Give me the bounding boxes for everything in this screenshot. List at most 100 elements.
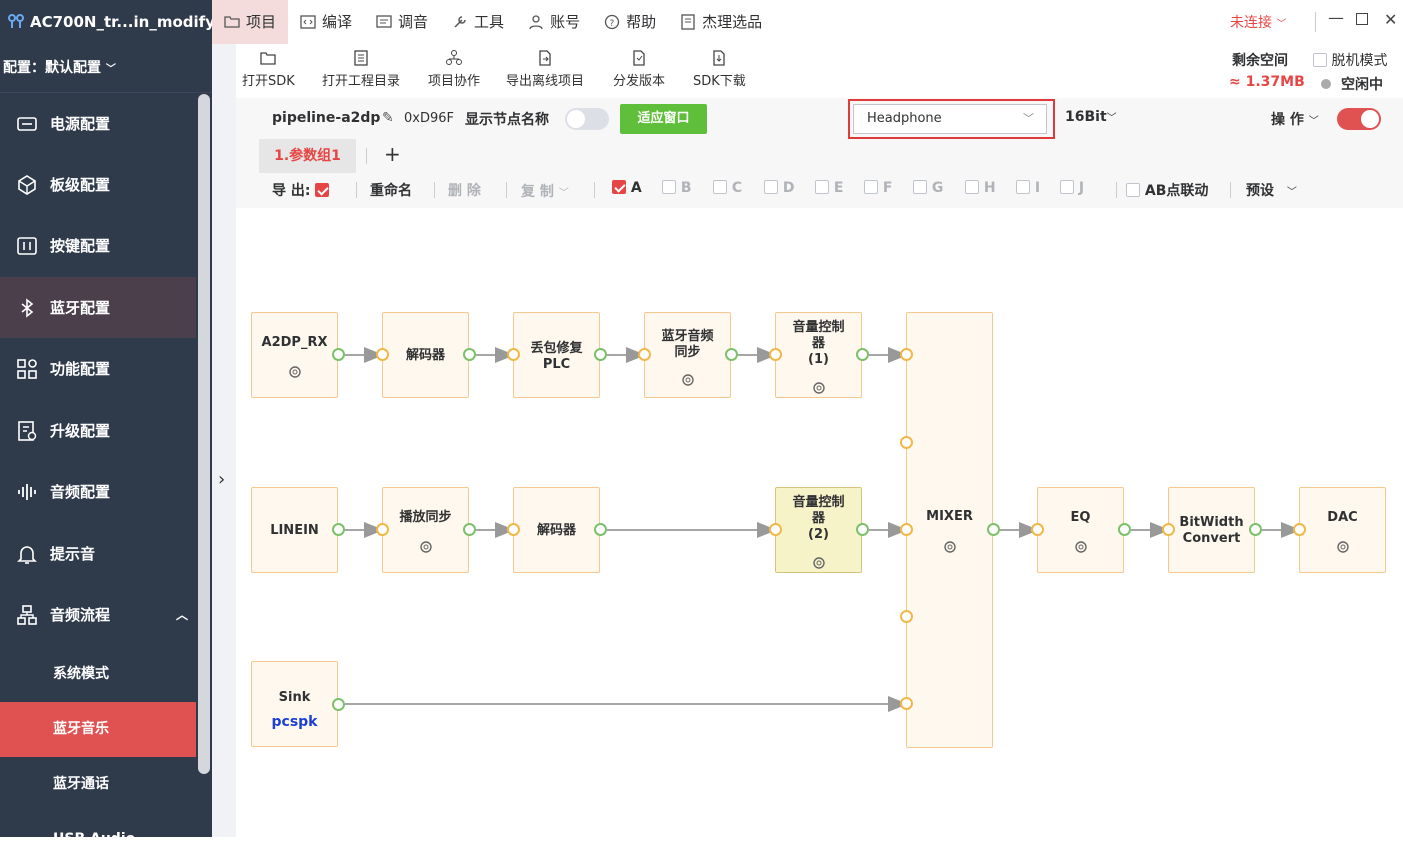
node-play-sync[interactable]: 播放同步	[382, 487, 469, 573]
point-f[interactable]: F	[864, 180, 892, 196]
project-collab-button[interactable]: 项目协作	[428, 49, 480, 89]
port-output[interactable]	[463, 348, 476, 361]
distribute-version-button[interactable]: 分发版本	[613, 49, 665, 89]
node-linein[interactable]: LINEIN	[251, 487, 338, 573]
sidebar-collapse-strip[interactable]: ›	[212, 44, 236, 837]
point-h-checkbox[interactable]	[965, 180, 979, 194]
port-input[interactable]	[900, 523, 913, 536]
device-select[interactable]: Headphone ﹀	[853, 104, 1047, 134]
menu-tune[interactable]: 调音	[364, 0, 440, 44]
gear-icon[interactable]	[811, 380, 827, 396]
menu-account[interactable]: 账号	[516, 0, 592, 44]
port-output[interactable]	[594, 523, 607, 536]
node-eq[interactable]: EQ	[1037, 487, 1124, 573]
sidebar-subitem-bt-music[interactable]: 蓝牙音乐	[0, 702, 196, 757]
port-input[interactable]	[507, 523, 520, 536]
rename-button[interactable]: 重命名	[370, 183, 412, 199]
bitwidth-select[interactable]: 16Bit﹀	[1065, 109, 1117, 125]
port-input[interactable]	[1162, 523, 1175, 536]
chevron-right-icon[interactable]: ›	[218, 469, 226, 490]
point-c-checkbox[interactable]	[713, 180, 727, 194]
export-checkbox[interactable]	[315, 183, 330, 197]
tab-param-group-1[interactable]: 1.参数组1	[259, 139, 356, 173]
export-offline-button[interactable]: 导出离线项目	[506, 49, 584, 89]
copy-menu[interactable]: 复 制 ﹀	[521, 181, 569, 201]
port-input[interactable]	[1031, 523, 1044, 536]
open-sdk-button[interactable]: 打开SDK	[242, 49, 295, 89]
sidebar-item-upgrade[interactable]: 升级配置	[0, 400, 196, 461]
port-output[interactable]	[463, 523, 476, 536]
port-output[interactable]	[332, 523, 345, 536]
gear-icon[interactable]	[811, 555, 827, 571]
point-a-checkbox[interactable]	[612, 180, 626, 194]
point-b-checkbox[interactable]	[662, 180, 676, 194]
menu-project[interactable]: 项目	[212, 0, 289, 44]
sidebar-item-keys[interactable]: 按键配置	[0, 215, 196, 276]
gear-icon[interactable]	[1073, 539, 1089, 555]
sidebar-subitem-system-mode[interactable]: 系统模式	[0, 647, 196, 702]
sidebar-subitem-usb-audio[interactable]: USB Audio	[0, 812, 196, 867]
sidebar-subitem-bt-call[interactable]: 蓝牙通话	[0, 757, 196, 812]
preset-menu[interactable]: 预设 ﹀	[1246, 180, 1297, 200]
port-input[interactable]	[900, 348, 913, 361]
menu-help[interactable]: ? 帮助	[592, 0, 668, 44]
port-output[interactable]	[1249, 523, 1262, 536]
port-output[interactable]	[332, 698, 345, 711]
point-j[interactable]: J	[1060, 180, 1084, 196]
sidebar-scrollbar[interactable]	[198, 94, 210, 774]
port-input[interactable]	[1293, 523, 1306, 536]
ab-link-option[interactable]: AB点联动	[1126, 180, 1208, 200]
open-project-dir-button[interactable]: 打开工程目录	[322, 49, 400, 89]
port-input[interactable]	[507, 348, 520, 361]
gear-icon[interactable]	[942, 539, 958, 555]
point-e[interactable]: E	[815, 180, 843, 196]
node-mixer[interactable]: MIXER	[906, 312, 993, 748]
point-b[interactable]: B	[662, 180, 692, 196]
port-output[interactable]	[987, 523, 1000, 536]
menu-shop[interactable]: 杰理选品	[668, 0, 774, 44]
pipeline-enable-switch[interactable]	[1337, 108, 1381, 130]
port-output[interactable]	[332, 348, 345, 361]
connection-status[interactable]: 未连接 ﹀	[1230, 12, 1286, 32]
node-dac[interactable]: DAC	[1299, 487, 1386, 573]
offline-mode-checkbox[interactable]	[1313, 53, 1327, 67]
edit-icon[interactable]: ✎	[382, 110, 394, 126]
point-d[interactable]: D	[764, 180, 795, 196]
export-option[interactable]: 导 出:	[272, 180, 330, 200]
port-input[interactable]	[376, 348, 389, 361]
port-input[interactable]	[638, 348, 651, 361]
show-node-names-switch[interactable]	[565, 108, 609, 130]
sidebar-item-board[interactable]: 板级配置	[0, 154, 196, 215]
port-output[interactable]	[594, 348, 607, 361]
node-bitwidth-convert[interactable]: BitWidth Convert	[1168, 487, 1255, 573]
offline-mode-toggle[interactable]: 脱机模式	[1313, 50, 1387, 70]
point-a[interactable]: A	[612, 180, 642, 196]
node-decoder-1[interactable]: 解码器	[382, 312, 469, 398]
node-decoder-2[interactable]: 解码器	[513, 487, 600, 573]
menu-tools[interactable]: 工具	[440, 0, 516, 44]
maximize-icon[interactable]	[1356, 13, 1368, 25]
point-i-checkbox[interactable]	[1016, 180, 1030, 194]
point-g-checkbox[interactable]	[913, 180, 927, 194]
pipeline-canvas[interactable]: A2DP_RX 解码器 丢包修复 PLC 蓝牙音频 同步 音量控制 器 (1) …	[236, 208, 1403, 837]
point-h[interactable]: H	[965, 180, 996, 196]
node-plc[interactable]: 丢包修复 PLC	[513, 312, 600, 398]
fit-window-button[interactable]: 适应窗口	[620, 104, 707, 134]
port-input[interactable]	[900, 610, 913, 623]
sidebar-item-power[interactable]: 电源配置	[0, 93, 196, 154]
operations-menu[interactable]: 操 作 ﹀	[1271, 109, 1319, 129]
point-d-checkbox[interactable]	[764, 180, 778, 194]
sidebar-item-prompt[interactable]: 提示音	[0, 523, 196, 584]
port-input[interactable]	[900, 436, 913, 449]
port-input[interactable]	[376, 523, 389, 536]
node-sink[interactable]: Sink pcspk	[251, 661, 338, 747]
point-e-checkbox[interactable]	[815, 180, 829, 194]
config-selector[interactable]: 配置：默认配置 ﹀	[0, 44, 212, 92]
port-output[interactable]	[856, 348, 869, 361]
point-f-checkbox[interactable]	[864, 180, 878, 194]
ab-link-checkbox[interactable]	[1126, 183, 1140, 197]
gear-icon[interactable]	[1335, 539, 1351, 555]
sidebar-item-bluetooth[interactable]: 蓝牙配置	[0, 277, 196, 338]
minimize-icon[interactable]: —	[1328, 8, 1344, 27]
add-tab-button[interactable]: +	[384, 142, 401, 166]
